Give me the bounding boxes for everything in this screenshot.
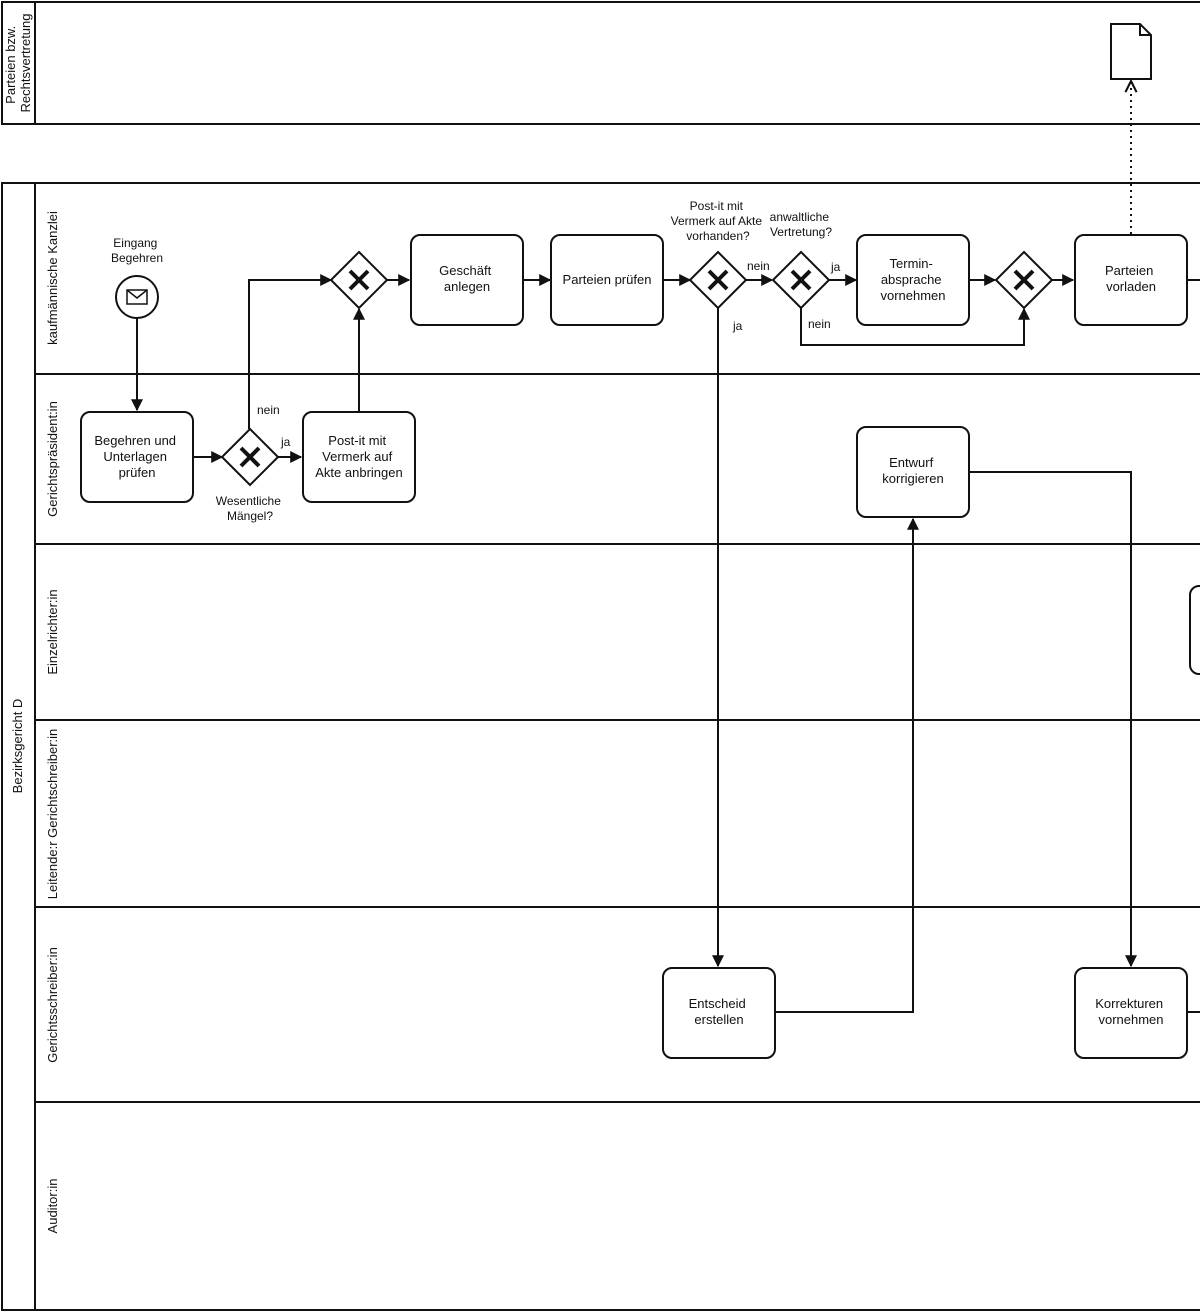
- lane-label-leitend: Leitende:r Gerichtschreiber:in: [45, 729, 60, 900]
- task-label: Parteien vorladen: [1105, 263, 1157, 294]
- gateway-x-icon: [348, 269, 370, 291]
- gateway-label: anwaltliche Vertretung?: [770, 210, 833, 239]
- task-label: Entscheid erstellen: [689, 996, 750, 1027]
- task-box: [1074, 234, 1188, 326]
- flow-label-postit-nein: nein: [747, 259, 770, 273]
- task-box: [550, 234, 664, 326]
- task-box: [856, 234, 970, 326]
- lane-label-praesident: Gerichtspräsident:in: [45, 401, 60, 517]
- task-box: [662, 967, 776, 1059]
- lane-label-einzelrichter: Einzelrichter:in: [45, 589, 60, 674]
- task-label: Korrekturen vornehmen: [1095, 996, 1167, 1027]
- start-event-label: Eingang Begehren: [111, 236, 163, 265]
- pool-court: Bezirksgericht D kaufmännische Kanzlei G…: [1, 182, 1200, 1311]
- gateway-x-icon: [1013, 269, 1035, 291]
- gateway-label: Post-it mit Vermerk auf Akte vorhanden?: [671, 199, 766, 243]
- task-entwurf-korrigieren: Entwurf korrigieren: [856, 426, 970, 518]
- flow-entwurf-to-korrekturen: [969, 471, 1137, 968]
- task-postit-anbringen: Post-it mit Vermerk auf Akte anbringen: [302, 411, 416, 503]
- pool-external-label: Parteien bzw. Rechtsvertretung: [3, 14, 33, 113]
- gateway-x-icon: [790, 269, 812, 291]
- gateway-x-icon: [239, 446, 261, 468]
- start-event-eingang: Eingang Begehren: [111, 236, 163, 319]
- task-terminabsprache: Termin- absprache vornehmen: [856, 234, 970, 326]
- flow-label-vertretung-ja: ja: [830, 260, 841, 274]
- task-box: [302, 411, 416, 503]
- task-label: Geschäft anlegen: [439, 263, 495, 294]
- gateway-postit-vorhanden: Post-it mit Vermerk auf Akte vorhanden?: [671, 199, 766, 310]
- task-begehren-pruefen: Begehren und Unterlagen prüfen: [80, 411, 194, 503]
- lane-label-kanzlei: kaufmännische Kanzlei: [45, 211, 60, 345]
- gateway-merge-2: [994, 250, 1054, 310]
- task-label: Parteien prüfen: [563, 272, 652, 287]
- gateway-x-icon: [707, 269, 729, 291]
- task-geschaeft-anlegen: Geschäft anlegen: [410, 234, 524, 326]
- pool-court-label: Bezirksgericht D: [10, 699, 25, 794]
- task-box: [1074, 967, 1188, 1059]
- task-partial-einzelrichter: [1189, 585, 1200, 675]
- flow-vertretung-nein: [800, 307, 1030, 346]
- task-box: [80, 411, 194, 503]
- lane-label-auditor: Auditor:in: [45, 1179, 60, 1234]
- gateway-label: Wesentliche Mängel?: [216, 494, 285, 523]
- pool-external: Parteien bzw. Rechtsvertretung: [1, 1, 1200, 125]
- envelope-icon: [126, 289, 148, 305]
- flow-label-vertretung-nein: nein: [808, 317, 831, 331]
- task-parteien-vorladen: Parteien vorladen: [1074, 234, 1188, 326]
- task-entscheid-erstellen: Entscheid erstellen: [662, 967, 776, 1059]
- task-box: [1189, 585, 1200, 675]
- document-icon: [1110, 23, 1152, 80]
- task-label: Post-it mit Vermerk auf Akte anbringen: [315, 433, 402, 480]
- flow-maengel-nein: [248, 274, 333, 429]
- task-box: [856, 426, 970, 518]
- lane-label-schreiber: Gerichtsschreiber:in: [45, 947, 60, 1063]
- task-korrekturen-vornehmen: Korrekturen vornehmen: [1074, 967, 1188, 1059]
- task-box: [410, 234, 524, 326]
- task-parteien-pruefen: Parteien prüfen: [550, 234, 664, 326]
- flow-label-postit-ja: ja: [732, 319, 743, 333]
- pool-court-border: [1, 182, 1200, 1311]
- flow-entscheid-to-entwurf: [775, 517, 919, 1013]
- task-label: Begehren und Unterlagen prüfen: [94, 433, 179, 480]
- flow-labels: nein ja nein ja ja nein: [257, 259, 841, 449]
- task-label: Entwurf korrigieren: [882, 455, 943, 486]
- gateway-maengel: Wesentliche Mängel?: [216, 427, 285, 523]
- gateway-anwaltliche-vertretung: anwaltliche Vertretung?: [770, 210, 833, 310]
- gateway-merge-1: [329, 250, 389, 310]
- pool-external-border: [1, 1, 1200, 125]
- flow-label-maengel-nein: nein: [257, 403, 280, 417]
- sequence-flows: [131, 81, 1200, 1013]
- flow-label-maengel-ja: ja: [280, 435, 291, 449]
- task-label: Termin- absprache vornehmen: [880, 256, 945, 303]
